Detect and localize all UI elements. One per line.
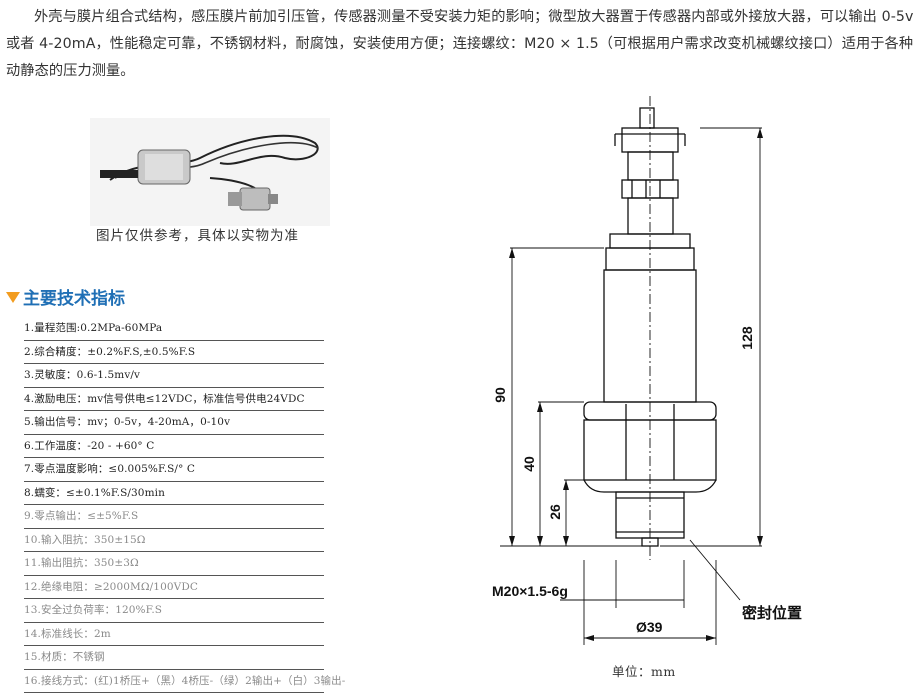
spec-item: 6.工作温度：-20 - +60° C [24, 435, 324, 458]
spec-item: 4.激励电压：mv信号供电≤12VDC，标准信号供电24VDC [24, 388, 324, 411]
section-title: 主要技术指标 [6, 284, 125, 309]
triangle-marker-icon [6, 291, 20, 303]
section-title-text: 主要技术指标 [23, 289, 125, 309]
spec-item: 11.输出阻抗：350±3Ω [24, 552, 324, 576]
spec-item: 7.零点温度影响：≤0.005%F.S/° C [24, 458, 324, 482]
dim-26-label: 26 [547, 504, 563, 520]
diameter-label: Ø39 [636, 619, 663, 635]
spec-item: 15.材质：不锈钢 [24, 646, 324, 670]
spec-item: 3.灵敏度：0.6-1.5mv/v [24, 364, 324, 388]
spec-item: 5.输出信号：mv；0-5v，4-20mA，0-10v [24, 411, 324, 435]
spec-item: 10.输入阻抗：350±15Ω [24, 529, 324, 552]
photo-caption: 图片仅供参考，具体以实物为准 [96, 228, 299, 244]
thread-label: M20×1.5-6g [492, 583, 568, 599]
dim-90-label: 90 [492, 387, 508, 403]
spec-item: 12.绝缘电阻：≥2000MΩ/100VDC [24, 576, 324, 599]
spec-item: 13.安全过负荷率：120%F.S [24, 599, 324, 623]
spec-item: 9.零点输出：≤±5%F.S [24, 505, 324, 529]
dim-128-label: 128 [739, 326, 755, 350]
technical-drawing: 128 90 40 26 M20×1.5-6g Ø39 密封位置 [492, 96, 802, 645]
dim-40-label: 40 [521, 456, 537, 472]
intro-paragraph: 外壳与膜片组合式结构，感压膜片前加引压管，传感器测量不受安装力矩的影响；微型放大… [6, 9, 914, 79]
spec-item: 14.标准线长：2m [24, 623, 324, 646]
spec-item: 8.蠕变：≤±0.1%F.S/30min [24, 482, 324, 505]
unit-label: 单位：mm [612, 664, 676, 679]
seal-position-label: 密封位置 [742, 604, 802, 622]
spec-item: 1.量程范围:0.2MPa-60MPa [24, 317, 324, 341]
spec-list: 1.量程范围:0.2MPa-60MPa 2.综合精度：±0.2%F.S,±0.5… [24, 317, 345, 693]
spec-item: 2.综合精度：±0.2%F.S,±0.5%F.S [24, 341, 324, 364]
product-photo [90, 118, 330, 226]
spec-item: 16.接线方式：(红)1桥压+（黑）4桥压-（绿）2输出+（白）3输出- [24, 670, 345, 693]
